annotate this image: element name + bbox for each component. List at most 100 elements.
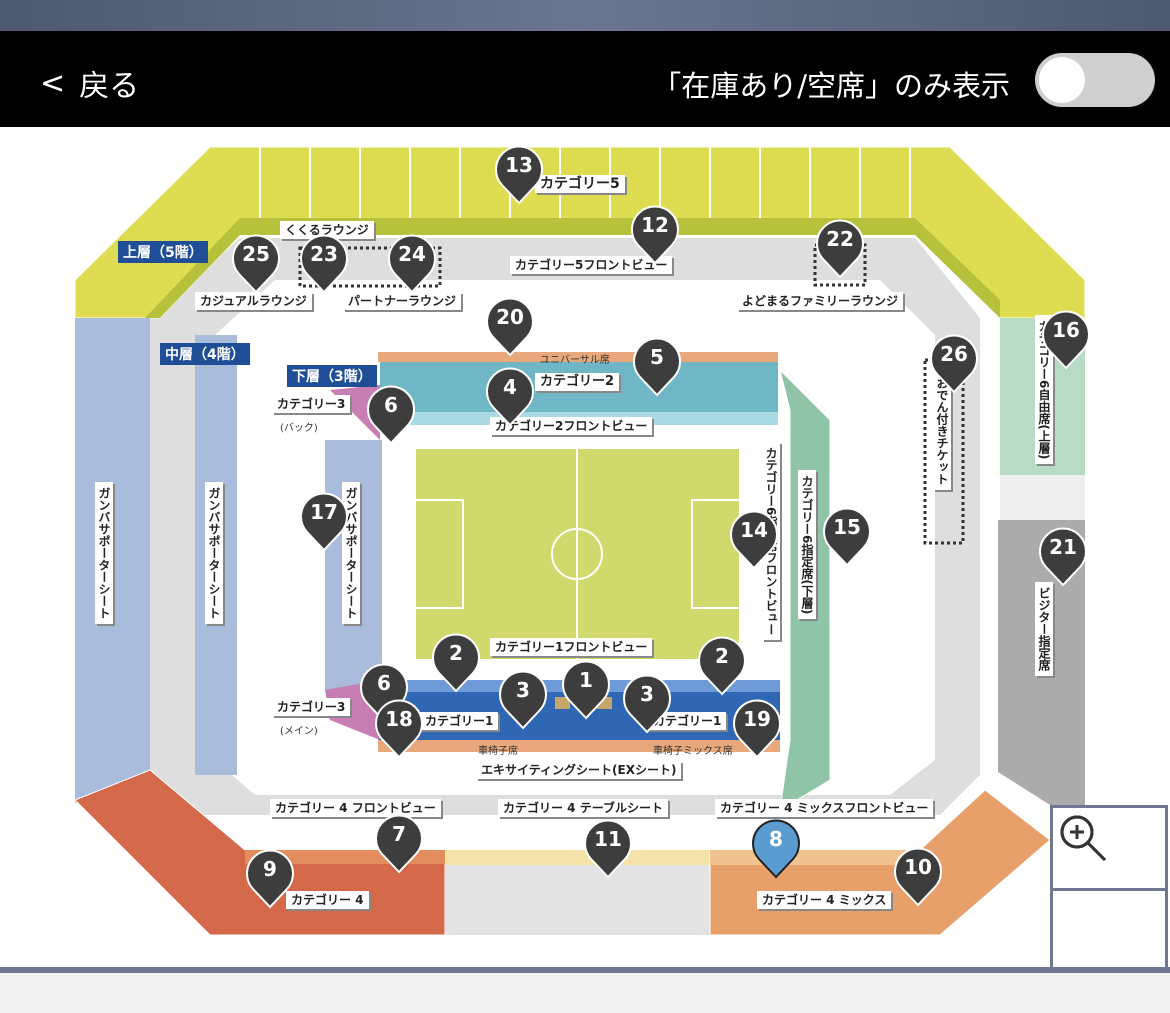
map-pin-icon — [367, 385, 415, 445]
map-pin-icon — [495, 145, 543, 205]
section-cat4-mix-front[interactable] — [710, 850, 920, 865]
floor-upper: 上層（5階） — [118, 241, 208, 263]
map-pin-icon — [486, 297, 534, 357]
pin-number: 6 — [377, 671, 391, 695]
pin-number: 7 — [392, 822, 406, 846]
pin-number: 2 — [449, 641, 463, 665]
map-pin-icon — [733, 699, 781, 759]
pin-number: 9 — [263, 857, 277, 881]
label-cat3-back-sub: (バック) — [280, 423, 318, 434]
seat-pin-22[interactable]: 22 — [815, 217, 865, 279]
label-cat4-table: カテゴリー 4 テーブルシート — [498, 799, 668, 817]
map-pin-icon — [894, 847, 942, 907]
label-cat5: カテゴリー5 — [535, 175, 625, 193]
toggle-knob — [1039, 57, 1085, 103]
map-pin-icon — [930, 334, 978, 394]
seat-pin-23[interactable]: 23 — [299, 232, 349, 294]
floor-lower: 下層（3階） — [287, 365, 377, 387]
ex-seat-left[interactable] — [555, 697, 570, 709]
pin-number: 15 — [833, 515, 861, 539]
seat-pin-16[interactable]: 16 — [1041, 308, 1091, 370]
chevron-left-icon: < — [40, 65, 66, 101]
seat-pin-5[interactable]: 5 — [632, 335, 682, 397]
stadium-map[interactable]: 上層（5階） 中層（4階） 下層（3階） カテゴリー5 カテゴリー5フロントビュ… — [0, 127, 1170, 967]
seat-pin-6[interactable]: 6 — [366, 383, 416, 445]
seat-pin-8[interactable]: 8 — [751, 817, 801, 879]
seat-pin-24[interactable]: 24 — [387, 232, 437, 294]
pin-number: 3 — [640, 682, 654, 706]
pin-number: 18 — [385, 707, 413, 731]
back-button[interactable]: < 戻る — [40, 61, 139, 105]
section-universal[interactable] — [378, 352, 778, 362]
seat-pin-20[interactable]: 20 — [485, 295, 535, 357]
back-label: 戻る — [79, 69, 140, 104]
seat-pin-13[interactable]: 13 — [494, 143, 544, 205]
seat-pin-12[interactable]: 12 — [630, 203, 680, 265]
label-cat1-right: カテゴリー1 — [648, 712, 727, 730]
label-cat3-main: カテゴリー3 — [272, 698, 351, 716]
pin-number: 11 — [594, 827, 622, 851]
pin-number: 16 — [1052, 318, 1080, 342]
label-ex-seat: エキサイティングシート(EXシート) — [476, 761, 682, 779]
pin-number: 19 — [743, 707, 771, 731]
seat-pin-25[interactable]: 25 — [231, 232, 281, 294]
map-pin-icon — [432, 633, 480, 693]
availability-toggle[interactable] — [1035, 53, 1155, 107]
map-pin-icon — [375, 814, 423, 874]
label-cat3-back: カテゴリー3 — [272, 395, 351, 413]
label-visitor: ビジター指定席 — [1035, 582, 1053, 676]
seat-pin-11[interactable]: 11 — [583, 817, 633, 879]
pin-number: 10 — [904, 855, 932, 879]
seat-pin-17[interactable]: 17 — [299, 490, 349, 552]
pin-number: 13 — [505, 153, 533, 177]
floor-middle: 中層（4階） — [160, 343, 250, 365]
label-cat4: カテゴリー 4 — [286, 891, 369, 909]
section-cat5-front[interactable] — [145, 218, 1000, 318]
label-universal: ユニバーサル席 — [540, 355, 610, 366]
seat-pin-26[interactable]: 26 — [929, 332, 979, 394]
partner-lounge-area — [298, 246, 442, 288]
pin-number: 1 — [579, 668, 593, 692]
label-cat1-front: カテゴリー1フロントビュー — [490, 638, 653, 656]
label-gamba-outer: ガンバサポーターシート — [95, 482, 113, 624]
seat-pin-1[interactable]: 1 — [561, 658, 611, 720]
bottom-divider — [0, 967, 1170, 973]
seat-pin-14[interactable]: 14 — [729, 508, 779, 570]
label-yodomaru: よどまるファミリーラウンジ — [737, 292, 904, 310]
label-wheelchair: 車椅子席 — [478, 746, 518, 757]
seat-pin-19[interactable]: 19 — [732, 697, 782, 759]
pin-number: 23 — [310, 242, 338, 266]
label-casual: カジュアルラウンジ — [195, 292, 312, 310]
section-cat4-table[interactable] — [445, 850, 710, 865]
seat-pin-18[interactable]: 18 — [374, 697, 424, 759]
map-pin-icon — [388, 234, 436, 294]
seat-pin-10[interactable]: 10 — [893, 845, 943, 907]
label-cat1-left: カテゴリー1 — [420, 712, 499, 730]
pin-number: 26 — [940, 342, 968, 366]
seat-pin-2[interactable]: 2 — [697, 634, 747, 696]
seat-pin-15[interactable]: 15 — [822, 505, 872, 567]
seat-pin-7[interactable]: 7 — [374, 812, 424, 874]
map-pin-icon — [823, 507, 871, 567]
label-kukuru: くくるラウンジ — [280, 221, 374, 239]
seat-pin-9[interactable]: 9 — [245, 847, 295, 909]
pin-number: 20 — [496, 305, 524, 329]
map-pin-icon — [730, 510, 778, 570]
pin-number: 4 — [503, 375, 517, 399]
pin-number: 22 — [826, 227, 854, 251]
seat-pin-2[interactable]: 2 — [431, 631, 481, 693]
filter-label: 「在庫あり/空席」のみ表示 — [652, 69, 1010, 103]
map-pin-icon — [631, 205, 679, 265]
map-pin-icon — [1039, 527, 1087, 587]
label-cat4-mix: カテゴリー 4 ミックス — [757, 891, 892, 909]
seat-pin-21[interactable]: 21 — [1038, 525, 1088, 587]
seat-pin-3[interactable]: 3 — [498, 668, 548, 730]
section-wheelchair[interactable] — [378, 740, 780, 752]
map-pin-icon — [486, 367, 534, 427]
seat-pin-3[interactable]: 3 — [622, 672, 672, 734]
map-pin-icon — [300, 234, 348, 294]
seat-pin-4[interactable]: 4 — [485, 365, 535, 427]
zoom-out-button[interactable] — [1053, 815, 1165, 967]
label-gamba-middle: ガンバサポーターシート — [205, 482, 223, 624]
label-cat2-front: カテゴリー2フロントビュー — [490, 417, 653, 435]
